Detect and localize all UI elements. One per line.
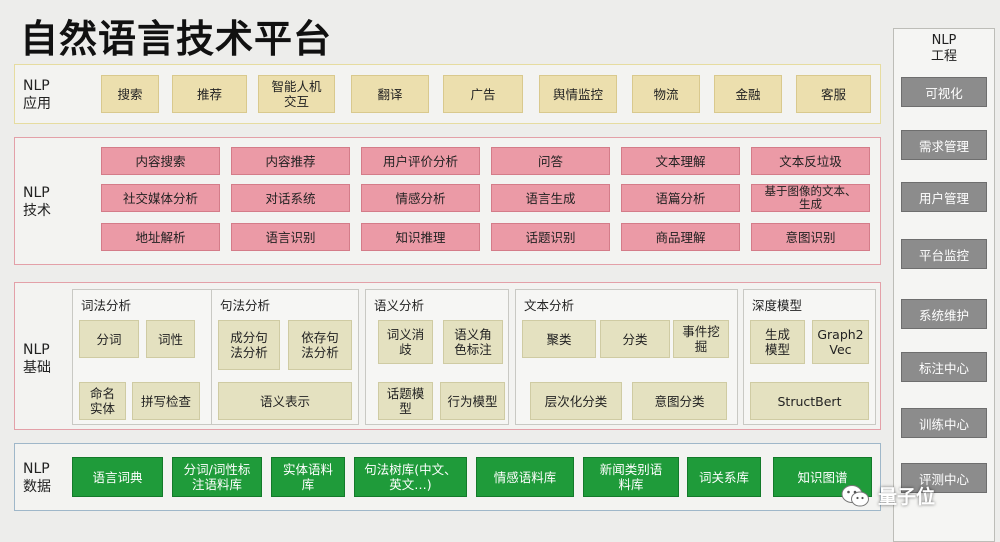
data-item: 语言词典: [72, 457, 163, 497]
data-item: 知识图谱: [773, 457, 872, 497]
foundation-item: 行为模型: [440, 382, 505, 420]
foundation-item: 分类: [600, 320, 670, 358]
group-syntactic-analysis: 句法分析 成分句 法分析 依存句 法分析 语义表示: [211, 289, 359, 425]
engineering-item-annotation: 标注中心: [901, 352, 987, 382]
foundation-item: 语义角 色标注: [443, 320, 503, 364]
data-item: 词关系库: [687, 457, 761, 497]
foundation-item: 语义表示: [218, 382, 352, 420]
wechat-icon: [841, 484, 869, 506]
app-item-logistics: 物流: [632, 75, 700, 113]
section-label-technology: NLP 技术: [23, 185, 51, 219]
foundation-item: 事件挖 掘: [673, 320, 729, 358]
nlp-technology-section: NLP 技术 内容搜索 内容推荐 用户评价分析 问答 文本理解 文本反垃圾 社交…: [14, 137, 881, 265]
foundation-item: 话题模 型: [378, 382, 433, 420]
tech-item: 话题识别: [491, 223, 610, 251]
foundation-item: 分词: [79, 320, 139, 358]
data-item: 实体语料 库: [271, 457, 345, 497]
tech-item: 问答: [491, 147, 610, 175]
foundation-item: StructBert: [750, 382, 869, 420]
data-item: 句法树库(中文、 英文…): [354, 457, 467, 497]
nlp-foundation-section: NLP 基础 词法分析 分词 词性 命名 实体 拼写检查 句法分析 成分句 法分…: [14, 282, 881, 430]
group-title: 文本分析: [524, 298, 575, 313]
tech-item: 对话系统: [231, 184, 350, 212]
group-title: 深度模型: [752, 298, 803, 313]
group-title: 句法分析: [220, 298, 271, 313]
section-label-application: NLP 应用: [23, 78, 51, 112]
app-item-sentiment-monitor: 舆情监控: [539, 75, 617, 113]
foundation-item: 词义消 歧: [378, 320, 433, 364]
app-item-finance: 金融: [714, 75, 782, 113]
tech-item: 商品理解: [621, 223, 740, 251]
tech-item: 知识推理: [361, 223, 480, 251]
nlp-engineering-panel: NLP 工程 可视化 需求管理 用户管理 平台监控 系统维护 标注中心 训练中心…: [893, 28, 995, 542]
app-item-translate: 翻译: [351, 75, 429, 113]
foundation-item: Graph2 Vec: [812, 320, 869, 364]
engineering-item-requirements: 需求管理: [901, 130, 987, 160]
app-item-search: 搜索: [101, 75, 159, 113]
group-lexical-analysis: 词法分析 分词 词性 命名 实体 拼写检查: [72, 289, 215, 425]
tech-item: 语篇分析: [621, 184, 740, 212]
tech-item: 地址解析: [101, 223, 220, 251]
tech-item: 内容搜索: [101, 147, 220, 175]
tech-item: 语言识别: [231, 223, 350, 251]
foundation-item: 聚类: [522, 320, 596, 358]
nlp-application-section: NLP 应用 搜索 推荐 智能人机 交互 翻译 广告 舆情监控 物流 金融 客服: [14, 64, 881, 124]
data-item: 情感语料库: [476, 457, 574, 497]
nlp-data-section: NLP 数据 语言词典 分词/词性标 注语料库 实体语料 库 句法树库(中文、 …: [14, 443, 881, 511]
tech-item: 情感分析: [361, 184, 480, 212]
engineering-item-users: 用户管理: [901, 182, 987, 212]
app-item-recommend: 推荐: [172, 75, 247, 113]
watermark: 量子位: [840, 482, 935, 509]
engineering-item-maintenance: 系统维护: [901, 299, 987, 329]
foundation-item: 成分句 法分析: [218, 320, 280, 370]
app-item-hci: 智能人机 交互: [258, 75, 335, 113]
engineering-item-training: 训练中心: [901, 408, 987, 438]
data-item: 新闻类别语 料库: [583, 457, 679, 497]
group-title: 词法分析: [81, 298, 132, 313]
watermark-text: 量子位: [878, 486, 936, 508]
tech-item: 语言生成: [491, 184, 610, 212]
group-text-analysis: 文本分析 聚类 分类 事件挖 掘 层次化分类 意图分类: [515, 289, 738, 425]
section-label-data: NLP 数据: [23, 461, 51, 495]
section-label-foundation: NLP 基础: [23, 342, 51, 376]
tech-item: 文本反垃圾: [751, 147, 870, 175]
data-item: 分词/词性标 注语料库: [172, 457, 262, 497]
tech-item: 内容推荐: [231, 147, 350, 175]
group-deep-model: 深度模型 生成 模型 Graph2 Vec StructBert: [743, 289, 876, 425]
engineering-title: NLP 工程: [930, 33, 957, 64]
engineering-item-monitoring: 平台监控: [901, 239, 987, 269]
app-item-ads: 广告: [443, 75, 523, 113]
tech-item: 社交媒体分析: [101, 184, 220, 212]
foundation-item: 生成 模型: [750, 320, 805, 364]
foundation-item: 层次化分类: [530, 382, 622, 420]
group-title: 语义分析: [374, 298, 425, 313]
foundation-item: 依存句 法分析: [288, 320, 352, 370]
tech-item: 基于图像的文本、 生成: [751, 184, 870, 212]
tech-item: 用户评价分析: [361, 147, 480, 175]
foundation-item: 词性: [146, 320, 195, 358]
page-title: 自然语言技术平台: [20, 17, 333, 61]
engineering-item-visualization: 可视化: [901, 77, 987, 107]
foundation-item: 意图分类: [632, 382, 727, 420]
engineering-item-evaluation: 评测中心: [901, 463, 987, 493]
group-semantic-analysis: 语义分析 词义消 歧 语义角 色标注 话题模 型 行为模型: [365, 289, 509, 425]
tech-item: 文本理解: [621, 147, 740, 175]
app-item-customer-service: 客服: [796, 75, 871, 113]
tech-item: 意图识别: [751, 223, 870, 251]
foundation-item: 拼写检查: [132, 382, 200, 420]
foundation-item: 命名 实体: [79, 382, 126, 420]
